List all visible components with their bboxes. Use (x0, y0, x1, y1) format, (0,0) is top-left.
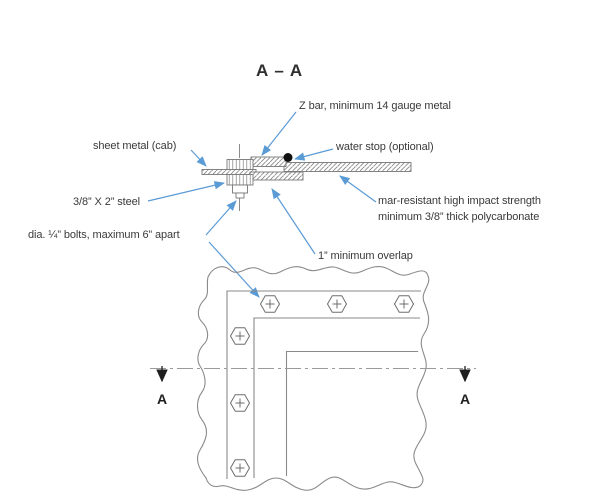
leader-water-stop (293, 148, 334, 161)
water-stop-dot (283, 153, 293, 162)
bolt-hexagon (259, 295, 281, 313)
bolt-hexagon (326, 295, 348, 313)
section-label-a-right: A (459, 391, 470, 407)
callout-water-stop: water stop (optional) (336, 141, 434, 153)
callout-polycarbonate-line1: mar-resistant high impact strength (378, 195, 541, 207)
callout-sheet-metal: sheet metal (cab) (93, 140, 177, 152)
bolt-hexagon (229, 459, 251, 477)
bolt-hexagon (229, 394, 251, 412)
callout-steel-bar: 3/8” X 2” steel (73, 196, 140, 208)
leader-polycarbonate (339, 175, 377, 203)
bolt-head (232, 184, 248, 199)
bolt-hexagon (393, 295, 415, 313)
callout-polycarbonate-line2: minimum 3/8” thick polycarbonate (378, 210, 540, 223)
leader-sheet-metal (190, 149, 207, 167)
callout-overlap: 1” minimum overlap (318, 250, 413, 262)
callout-leaders (147, 111, 377, 298)
cross-section-view (201, 144, 412, 211)
plan-bolts (229, 295, 415, 477)
leader-steel-bar (147, 181, 226, 202)
z-bar-lower-leg (249, 171, 304, 181)
callout-z-bar: Z bar, minimum 14 gauge metal (299, 100, 451, 112)
bolt-hexagon (229, 327, 251, 345)
plan-view (150, 265, 476, 491)
frame-lines (226, 290, 421, 479)
callout-polycarbonate: mar-resistant high impact strength minim… (378, 194, 541, 225)
polycarbonate-bar (283, 162, 412, 172)
leader-bolts-plan (208, 241, 260, 298)
leader-overlap (271, 188, 316, 255)
callout-bolts: dia. ¼” bolts, maximum 6” apart (28, 229, 180, 241)
leader-bolts-section (205, 200, 237, 236)
z-bar-top-flange (250, 156, 287, 167)
sheet-metal-strip (201, 169, 257, 175)
leader-z-bar (261, 111, 297, 156)
torn-edge-outline (196, 265, 430, 491)
section-label-a-left: A (156, 391, 167, 407)
section-title: A – A (256, 61, 304, 80)
